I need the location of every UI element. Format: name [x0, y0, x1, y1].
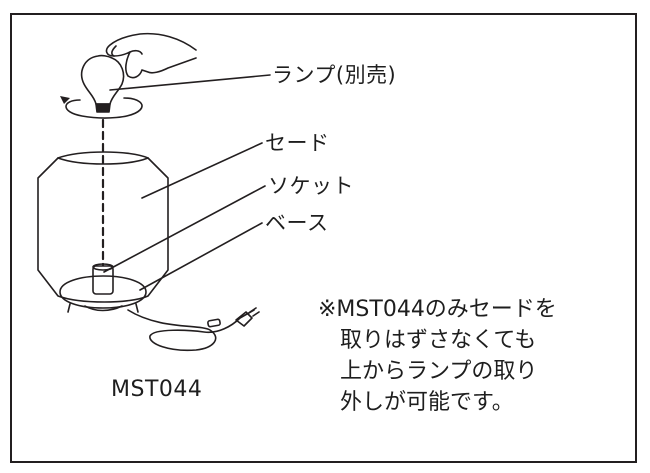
note-line-1: ※MST044のみセードを [318, 297, 557, 322]
bulb [80, 54, 125, 105]
label-socket: ソケット [268, 174, 354, 198]
leader-lamp [109, 74, 271, 91]
leader-shade [141, 142, 263, 199]
note-line-4: 外しが可能です。 [340, 390, 514, 415]
model-number: MST044 [111, 377, 203, 402]
rotation-arrow [65, 97, 143, 119]
note-text: ※MST044のみセードを 取りはずさなくても 上からランプの取り 外しが可能で… [318, 294, 557, 418]
socket [92, 265, 114, 295]
base [59, 275, 147, 309]
label-lamp: ランプ(別売) [272, 63, 397, 87]
note-line-2: 取りはずさなくても [340, 328, 537, 353]
leader-base [139, 222, 263, 291]
shade [37, 151, 169, 303]
power-cord [127, 309, 255, 352]
diagram-frame [10, 13, 637, 463]
label-shade: セード [265, 131, 330, 155]
hand [105, 32, 197, 79]
leader-socket [103, 185, 266, 273]
label-base: ベース [265, 211, 329, 235]
note-line-3: 上からランプの取り [340, 359, 538, 384]
